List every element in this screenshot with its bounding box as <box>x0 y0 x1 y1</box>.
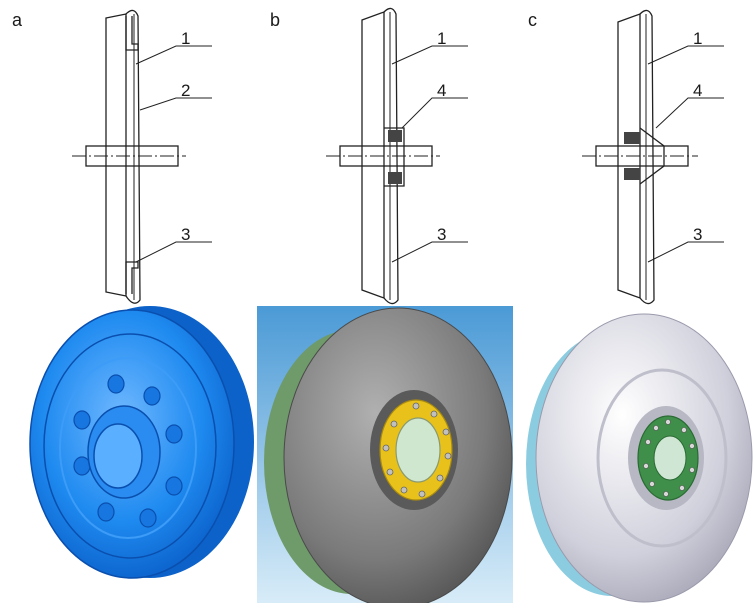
panel-b-drawing: b 1 4 3 <box>270 7 468 305</box>
label-3: 3 <box>437 225 446 244</box>
wheel-disc-outline <box>105 13 127 297</box>
panel-c-drawing: c 1 4 3 <box>528 9 724 305</box>
wheel-flange-outline <box>639 9 655 305</box>
leader-4 <box>655 97 724 129</box>
hub-flange <box>639 127 665 185</box>
bearing-lower <box>624 168 640 180</box>
hub-bore <box>653 435 687 481</box>
face-ring <box>596 368 728 548</box>
bearing-upper <box>624 132 640 144</box>
panel-a-letter: a <box>12 10 23 30</box>
panel-c-letter: c <box>528 10 537 30</box>
panel-b-letter: b <box>270 10 280 30</box>
label-4: 4 <box>693 81 702 100</box>
face-ring-outer <box>43 333 217 559</box>
bolt-heads <box>382 402 452 498</box>
bearing-hub <box>384 127 405 187</box>
hub-bore <box>93 423 143 489</box>
leader-2 <box>139 97 212 111</box>
wheel-flange-outline <box>383 7 399 305</box>
hub-bore <box>395 417 441 483</box>
leader-3 <box>647 241 724 263</box>
leader-3 <box>135 241 212 263</box>
label-1: 1 <box>693 29 702 48</box>
bolt-heads <box>643 419 695 497</box>
label-3: 3 <box>181 225 190 244</box>
leader-1 <box>647 45 724 65</box>
leader-1 <box>135 45 212 65</box>
bearing-upper <box>388 130 402 142</box>
label-3: 3 <box>693 225 702 244</box>
leader-1 <box>391 45 468 65</box>
wheel-disc-outline <box>361 11 385 299</box>
label-1: 1 <box>181 29 190 48</box>
leader-3 <box>391 241 468 263</box>
panel-b-render <box>257 306 513 603</box>
lower-insert <box>125 261 139 294</box>
label-2: 2 <box>181 81 190 100</box>
panel-c-render <box>526 313 753 603</box>
bolt-holes <box>73 374 183 528</box>
leader-4 <box>401 97 468 129</box>
panel-a-render <box>29 306 254 579</box>
wheel-flange-outline <box>125 9 141 304</box>
face-ring-inner <box>59 357 197 539</box>
label-4: 4 <box>437 81 446 100</box>
upper-insert <box>125 16 139 51</box>
label-1: 1 <box>437 29 446 48</box>
bearing-lower <box>388 172 402 184</box>
panel-a-drawing: a 1 2 3 <box>12 9 212 304</box>
